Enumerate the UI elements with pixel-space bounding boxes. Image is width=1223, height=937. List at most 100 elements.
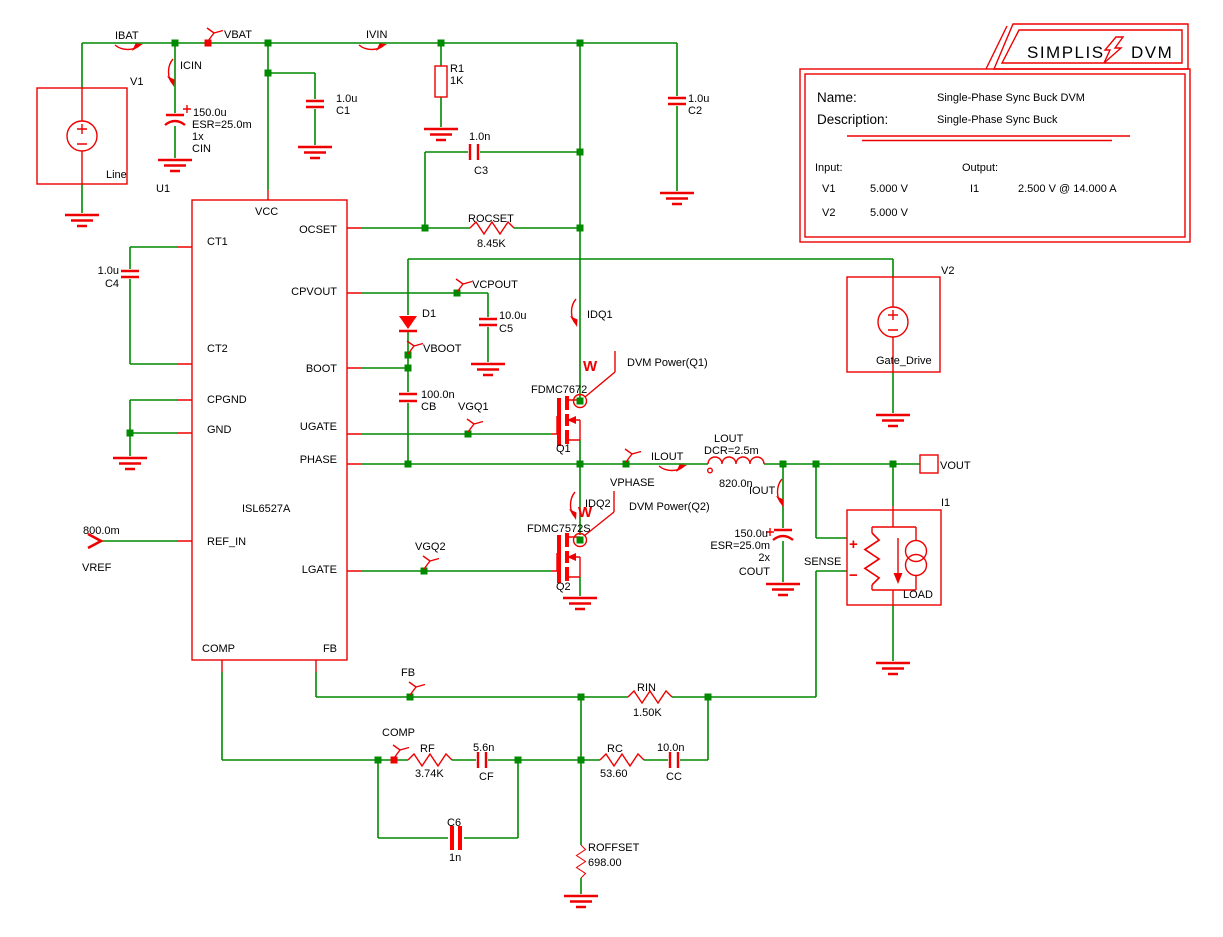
rf-value: 3.74K: [415, 768, 444, 780]
capacitor-c6[interactable]: C6 1n: [447, 817, 462, 864]
w-icon: W: [578, 504, 593, 521]
inductor-lout[interactable]: LOUT DCR=2.5m 820.0n: [704, 433, 765, 490]
c4-value: 1.0u: [98, 265, 119, 277]
voltage-source-v2[interactable]: V2 Gate_Drive: [846, 265, 954, 373]
idq1-label: IDQ1: [587, 309, 613, 321]
resistor-r1[interactable]: R1 1K: [434, 63, 464, 98]
voltage-probe-vboot[interactable]: VBOOT: [406, 340, 462, 355]
comp-probe-label: COMP: [382, 727, 415, 739]
capacitor-cin[interactable]: 150.0u ESR=25.0m 1x CIN U1: [156, 105, 252, 195]
name-label: Name:: [817, 90, 857, 105]
resistor-rf[interactable]: RF 3.74K: [407, 743, 453, 780]
voltage-probe-vgq1[interactable]: VGQ1: [458, 401, 489, 433]
cc-ref: CC: [666, 771, 682, 783]
pin-phase: PHASE: [300, 454, 337, 466]
voltage-probe-fb[interactable]: FB: [401, 667, 426, 696]
simplis-dvm-banner: SIMPLIS DVM: [985, 23, 1189, 70]
q1-ref: Q1: [556, 443, 571, 455]
idq2-label: IDQ2: [585, 498, 611, 510]
voltage-probe-vgq2[interactable]: VGQ2: [415, 541, 446, 570]
vref-source[interactable]: 800.0m VREF: [82, 525, 120, 574]
rin-value: 1.50K: [633, 707, 662, 719]
power-probe-q1[interactable]: W DVM Power(Q1): [583, 351, 708, 398]
vphase-label: VPHASE: [610, 477, 655, 489]
c5-value: 10.0u: [499, 310, 527, 322]
cin-mult: 1x: [192, 131, 204, 143]
mosfet-q1[interactable]: FDMC7672 Q1: [531, 384, 587, 455]
voltage-probe-vbat[interactable]: VBAT: [206, 27, 252, 42]
vout-terminal[interactable]: VOUT: [919, 454, 971, 474]
v2-name: Gate_Drive: [876, 355, 932, 367]
c5-ref: C5: [499, 323, 513, 335]
input2-ref: V2: [822, 207, 835, 219]
wire-fb-net: [315, 672, 709, 760]
capacitor-cb[interactable]: 100.0n CB: [399, 389, 455, 413]
cb-ref: CB: [421, 401, 436, 413]
mosfet-q2[interactable]: FDMC7572S Q2: [527, 523, 591, 593]
c4-ref: C4: [105, 278, 119, 290]
current-probe-iout[interactable]: IOUT: [749, 478, 785, 508]
current-probe-ivin[interactable]: IVIN: [358, 29, 388, 52]
capacitor-c1[interactable]: 1.0u C1: [306, 93, 357, 117]
vgq1-label: VGQ1: [458, 401, 489, 413]
resistor-rocset[interactable]: ROCSET 8.45K: [468, 213, 515, 250]
power-probe-q2[interactable]: W DVM Power(Q2): [578, 491, 710, 537]
current-probe-ibat[interactable]: IBAT: [114, 30, 144, 52]
resistor-rin[interactable]: RIN 1.50K: [627, 682, 673, 719]
rocset-ref: ROCSET: [468, 213, 514, 225]
capacitor-c3[interactable]: 1.0n C3: [468, 131, 490, 177]
resistor-roffset[interactable]: ROFFSET 698.00: [575, 842, 640, 879]
vout-label: VOUT: [940, 460, 971, 472]
sense-label: SENSE: [804, 556, 841, 568]
pin-cpvout: CPVOUT: [291, 286, 337, 298]
current-probe-icin[interactable]: ICIN: [166, 58, 202, 88]
pin-comp: COMP: [202, 643, 235, 655]
wire-gnd-pins: [129, 399, 177, 456]
c3-value: 1.0n: [469, 131, 490, 143]
ivin-label: IVIN: [366, 29, 387, 41]
pin-ugate: UGATE: [300, 421, 337, 433]
capacitor-c4[interactable]: 1.0u C4: [98, 265, 139, 290]
capacitor-c2[interactable]: 1.0u C2: [668, 93, 709, 117]
current-probe-idq1[interactable]: IDQ1: [569, 298, 613, 328]
voltage-probe-comp[interactable]: COMP: [382, 727, 415, 759]
vboot-label: VBOOT: [423, 343, 462, 355]
resistor-rc[interactable]: RC 53.60: [599, 743, 645, 780]
load-source-i1[interactable]: + − I1 LOAD: [846, 497, 950, 606]
capacitor-cc[interactable]: 10.0n CC: [657, 742, 685, 783]
q2-part: FDMC7572S: [527, 523, 591, 535]
load-ref: I1: [941, 497, 950, 509]
cout-value: 150.0u: [734, 528, 768, 540]
current-probe-idq2[interactable]: IDQ2: [568, 491, 611, 521]
q2-ref: Q2: [556, 581, 571, 593]
vcpout-label: VCPOUT: [472, 279, 518, 291]
capacitor-cout[interactable]: 150.0u ESR=25.0m 2x COUT: [710, 528, 794, 578]
pin-ocset: OCSET: [299, 224, 337, 236]
input-label: Input:: [815, 162, 843, 174]
voltage-probe-vcpout[interactable]: VCPOUT: [455, 278, 518, 293]
pin-lgate: LGATE: [302, 564, 337, 576]
c3-ref: C3: [474, 165, 488, 177]
voltage-source-v1[interactable]: V1 Line: [36, 76, 143, 185]
capacitor-c5[interactable]: 10.0u C5: [479, 310, 527, 335]
pin-boot: BOOT: [306, 363, 337, 375]
ic-isl6527a[interactable]: ISL6527A VCC CT1 CT2 CPGND GND REF_IN CO…: [191, 199, 348, 661]
c2-ref: C2: [688, 105, 702, 117]
voltage-probe-vphase[interactable]: VPHASE: [610, 448, 655, 489]
cin-esr: ESR=25.0m: [192, 119, 252, 131]
capacitor-cf[interactable]: 5.6n CF: [473, 742, 494, 783]
wire-ocset-net: [362, 151, 580, 229]
v1-name: Line: [106, 169, 127, 181]
current-probe-ilout[interactable]: ILOUT: [651, 451, 688, 473]
wire-gate-drive-net: [407, 258, 894, 315]
cf-value: 5.6n: [473, 742, 494, 754]
junction-dots: [126, 39, 897, 764]
vref-value: 800.0m: [83, 525, 120, 537]
cf-ref: CF: [479, 771, 494, 783]
wire-comp-net: [221, 672, 708, 894]
rf-ref: RF: [420, 743, 435, 755]
w-icon: W: [583, 358, 598, 375]
pin-ct2: CT2: [207, 343, 228, 355]
diode-d1[interactable]: D1: [399, 308, 436, 333]
